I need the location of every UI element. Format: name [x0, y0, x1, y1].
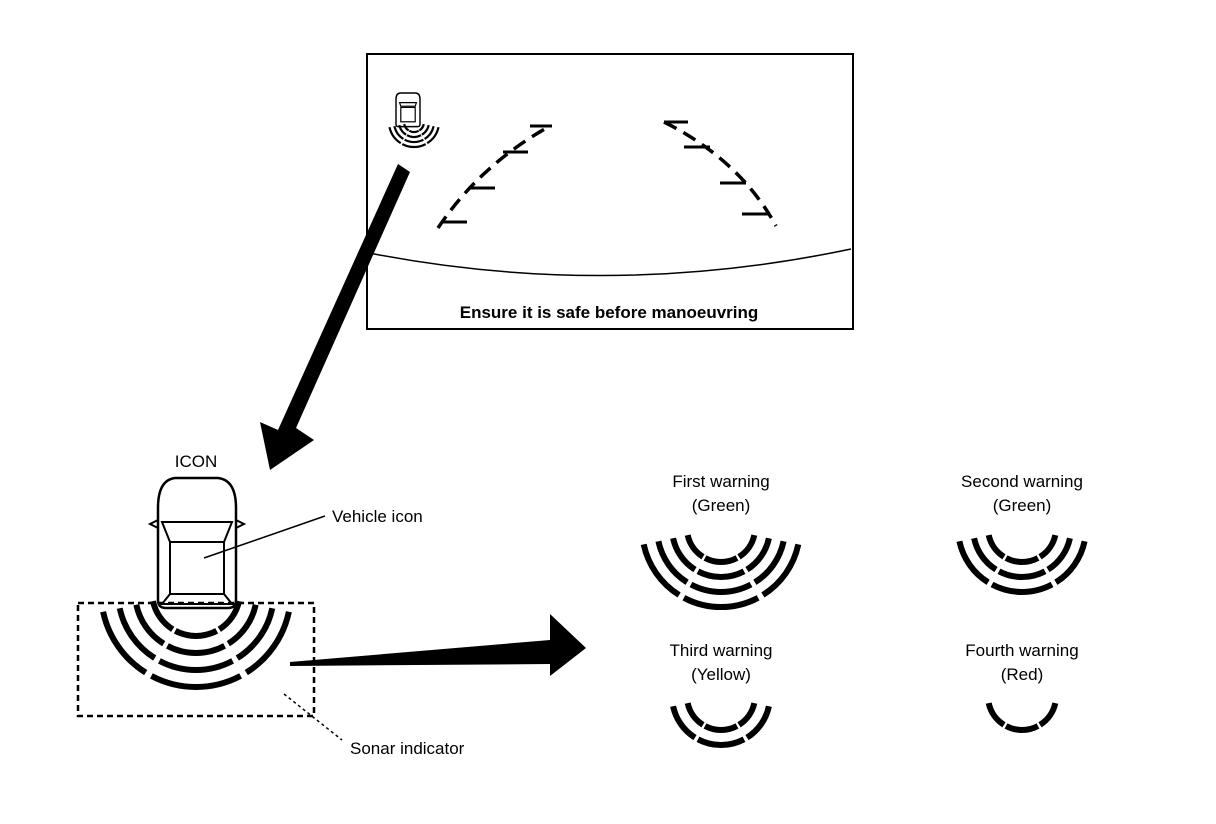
vehicle-icon-leader — [203, 515, 326, 559]
sonar-arc-side — [985, 534, 1006, 560]
sonar-arc-side — [745, 537, 772, 573]
vehicle-icon — [147, 476, 247, 610]
sonar-arc-center — [404, 138, 424, 144]
vehicle-icon-label: Vehicle icon — [332, 507, 423, 526]
warning-third: Third warning (Yellow) — [670, 641, 773, 748]
sonar-arc-side — [1054, 540, 1088, 585]
sonar-arc-center — [165, 643, 227, 657]
small-vehicle-icon — [395, 92, 421, 128]
icon-heading: ICON — [175, 452, 218, 471]
sonar-arc-side — [100, 611, 148, 676]
warning-arcs — [985, 702, 1059, 733]
sonar-arc-side — [403, 123, 410, 132]
sonar-arc-side — [761, 543, 802, 598]
sonar-arc-side — [244, 611, 292, 676]
sonar-arc-side — [133, 603, 166, 647]
sonar-arc-side — [745, 705, 772, 741]
sonar-arc-center — [696, 736, 746, 748]
sonar-arc-center — [173, 628, 219, 639]
warning-fourth: Fourth warning (Red) — [965, 641, 1079, 733]
sonar-arc-center — [703, 555, 739, 565]
warning-color: (Green) — [692, 496, 751, 515]
sonar-arc-center — [997, 568, 1047, 580]
sonar-indicator-label: Sonar indicator — [350, 739, 465, 758]
sonar-arc-side — [956, 540, 990, 585]
left-guide-curve — [436, 124, 551, 229]
sonar-arc-center — [1004, 723, 1040, 733]
sonar-arc-side — [971, 537, 998, 573]
safety-message: Ensure it is safe before manoeuvring — [460, 303, 759, 322]
sonar-arc-center — [1004, 555, 1040, 565]
sonar-arc-side — [418, 123, 425, 132]
warnings-arrow — [290, 614, 586, 676]
sonar-indicator — [100, 600, 292, 691]
sonar-arc-side — [640, 543, 681, 598]
right-guide-curve — [663, 120, 778, 227]
warning-title: First warning — [672, 472, 769, 491]
sonar-arc-center — [682, 595, 760, 610]
warning-first: First warning (Green) — [640, 472, 802, 610]
sonar-arc-side — [753, 540, 787, 585]
sonar-arc-center — [408, 129, 420, 134]
sonar-arc-center — [990, 581, 1054, 595]
sonar-arc-center — [689, 581, 753, 595]
sonar-arc-side — [737, 702, 758, 728]
sonar-arc-side — [217, 600, 242, 632]
sonar-arc-center — [157, 658, 235, 673]
sonar-arc-side — [393, 125, 405, 140]
sonar-arc-side — [1038, 534, 1059, 560]
sonar-arc-side — [398, 124, 407, 136]
sonar-arc-side — [670, 537, 697, 573]
zoom-arrow — [260, 164, 410, 470]
sonar-arc-center — [149, 673, 243, 691]
sonar-arc-side — [1046, 537, 1073, 573]
sonar-indicator-leader — [283, 693, 343, 741]
sonar-arc-side — [116, 607, 157, 661]
sonar-arc-side — [684, 534, 705, 560]
sonar-arc-side — [150, 600, 175, 632]
right-mirror — [235, 519, 247, 529]
warning-title: Fourth warning — [965, 641, 1078, 660]
warning-arcs — [670, 702, 772, 748]
warning-title: Third warning — [670, 641, 773, 660]
screen-frame — [366, 53, 854, 330]
sonar-arc-side — [226, 603, 259, 647]
sonar-arc-center — [406, 134, 422, 138]
left-guide-line — [436, 124, 552, 229]
warning-color: (Green) — [993, 496, 1052, 515]
sonar-arc-center — [401, 143, 427, 149]
sonar-arc-center — [703, 723, 739, 733]
sonar-arc-side — [426, 126, 440, 145]
warning-arcs — [640, 534, 802, 610]
sonar-arc-side — [670, 705, 697, 741]
warning-color: (Red) — [1001, 665, 1044, 684]
warning-second: Second warning (Green) — [956, 472, 1088, 595]
sonar-arc-center — [696, 568, 746, 580]
sonar-arc-side — [684, 702, 705, 728]
sonar-indicator-box — [76, 601, 316, 718]
sonar-arc-side — [421, 124, 430, 136]
sonar-arc-side — [1038, 702, 1059, 728]
sonar-arc-side — [985, 702, 1006, 728]
sonar-arc-side — [737, 534, 758, 560]
left-mirror — [147, 519, 159, 529]
camera-screen: Ensure it is safe before manoeuvring — [366, 53, 854, 330]
bumper-line — [368, 248, 852, 277]
warning-color: (Yellow) — [691, 665, 751, 684]
small-sonar-indicator — [388, 123, 440, 149]
right-guide-line — [663, 120, 778, 227]
sonar-arc-side — [388, 126, 402, 145]
warning-arcs — [956, 534, 1088, 595]
sonar-arc-side — [235, 607, 276, 661]
warning-title: Second warning — [961, 472, 1083, 491]
sonar-arc-side — [655, 540, 689, 585]
sonar-arc-side — [423, 125, 435, 140]
